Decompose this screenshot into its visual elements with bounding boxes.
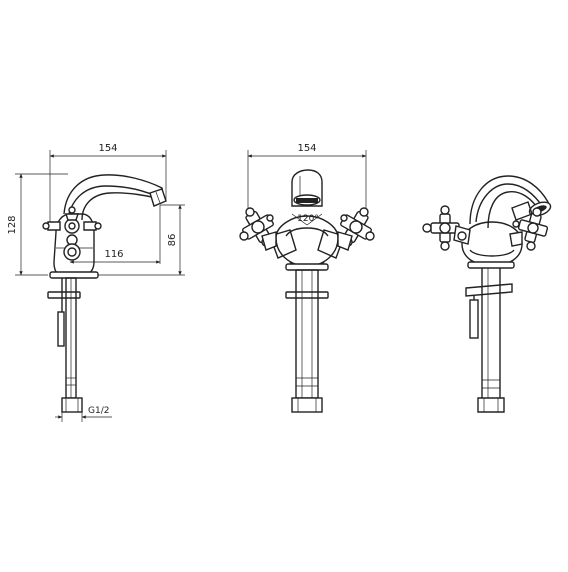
front-spout: 120° xyxy=(291,169,323,226)
front-angle-label: 120° xyxy=(297,214,319,224)
side-thread-label: G1/2 xyxy=(88,406,109,416)
perspective-faucet-body xyxy=(461,175,552,269)
side-reach-dimension: 116 xyxy=(69,205,161,264)
front-view: 154 120° xyxy=(239,143,375,413)
side-spout-height-dimension: 86 xyxy=(96,204,185,276)
front-width-label: 154 xyxy=(297,143,316,154)
side-reach-label: 116 xyxy=(104,249,123,260)
front-supply-pipe xyxy=(285,269,329,413)
perspective-supply-pipe xyxy=(465,268,513,413)
side-faucet-body xyxy=(42,174,167,279)
side-supply-pipe: G1/2 xyxy=(47,277,112,422)
perspective-left-handle-icon xyxy=(422,205,471,251)
side-spout-height-label: 86 xyxy=(167,234,178,247)
side-height-dimension: 128 xyxy=(7,173,68,276)
front-right-handle-icon xyxy=(337,207,375,251)
side-cross-handle-icon xyxy=(42,206,102,261)
perspective-right-handle-icon xyxy=(509,207,549,251)
side-width-label: 154 xyxy=(98,143,117,154)
perspective-view xyxy=(422,175,552,413)
front-left-handle-icon xyxy=(239,207,277,251)
side-width-dimension: 154 xyxy=(49,143,167,230)
front-faucet-body xyxy=(269,215,345,271)
front-width-dimension: 154 xyxy=(247,143,367,215)
side-height-label: 128 xyxy=(7,215,18,234)
side-view: 154 128 116 86 xyxy=(7,143,185,422)
